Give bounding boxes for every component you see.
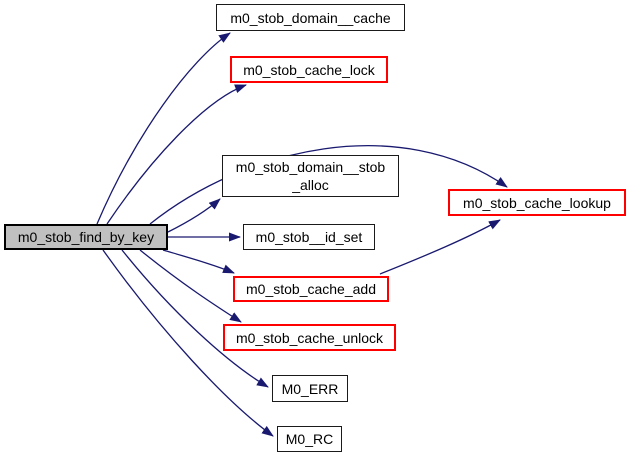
node-label-line1: m0_stob_domain__stob bbox=[235, 159, 386, 175]
node-label: m0_stob__id_set bbox=[255, 229, 363, 245]
edge-find-to-cache-lock bbox=[106, 84, 247, 225]
node-m0-rc[interactable]: M0_RC bbox=[277, 426, 342, 452]
node-label-line2: _alloc bbox=[292, 177, 329, 193]
node-m0-stob-id-set[interactable]: m0_stob__id_set bbox=[243, 224, 375, 250]
edge-find-to-stob-alloc bbox=[167, 198, 221, 233]
node-label: M0_ERR bbox=[281, 380, 339, 397]
node-label: M0_RC bbox=[285, 431, 334, 447]
node-m0-stob-domain-cache[interactable]: m0_stob_domain__cache bbox=[216, 4, 405, 31]
node-m0-stob-domain-stob-alloc[interactable]: m0_stob_domain__stob _alloc bbox=[222, 155, 399, 197]
node-label: m0_stob_cache_lock bbox=[243, 61, 375, 78]
node-m0-err[interactable]: M0_ERR bbox=[272, 375, 348, 402]
edge-find-to-cache-add bbox=[162, 249, 235, 274]
node-label: m0_stob_cache_lookup bbox=[463, 194, 611, 211]
node-m0-stob-cache-lock[interactable]: m0_stob_cache_lock bbox=[230, 56, 388, 83]
node-label: m0_stob_cache_unlock bbox=[235, 329, 384, 346]
node-m0-stob-cache-unlock[interactable]: m0_stob_cache_unlock bbox=[223, 324, 396, 351]
node-m0-stob-find-by-key: m0_stob_find_by_key bbox=[4, 224, 168, 250]
node-label: m0_stob_cache_add bbox=[246, 281, 376, 297]
node-m0-stob-cache-lookup[interactable]: m0_stob_cache_lookup bbox=[448, 189, 626, 216]
node-label: m0_stob_find_by_key bbox=[17, 229, 155, 245]
edge-find-to-cache-unlock bbox=[139, 249, 242, 323]
edge-find-to-domain-cache bbox=[96, 32, 231, 225]
edge-cache-add-to-cache-lookup bbox=[379, 219, 501, 275]
node-m0-stob-cache-add[interactable]: m0_stob_cache_add bbox=[233, 276, 389, 302]
edge-find-to-m0-rc bbox=[102, 249, 274, 437]
edge-find-to-m0-err bbox=[121, 249, 269, 388]
edge-find-to-cache-lookup bbox=[149, 145, 508, 225]
node-label: m0_stob_domain__cache bbox=[230, 9, 391, 26]
